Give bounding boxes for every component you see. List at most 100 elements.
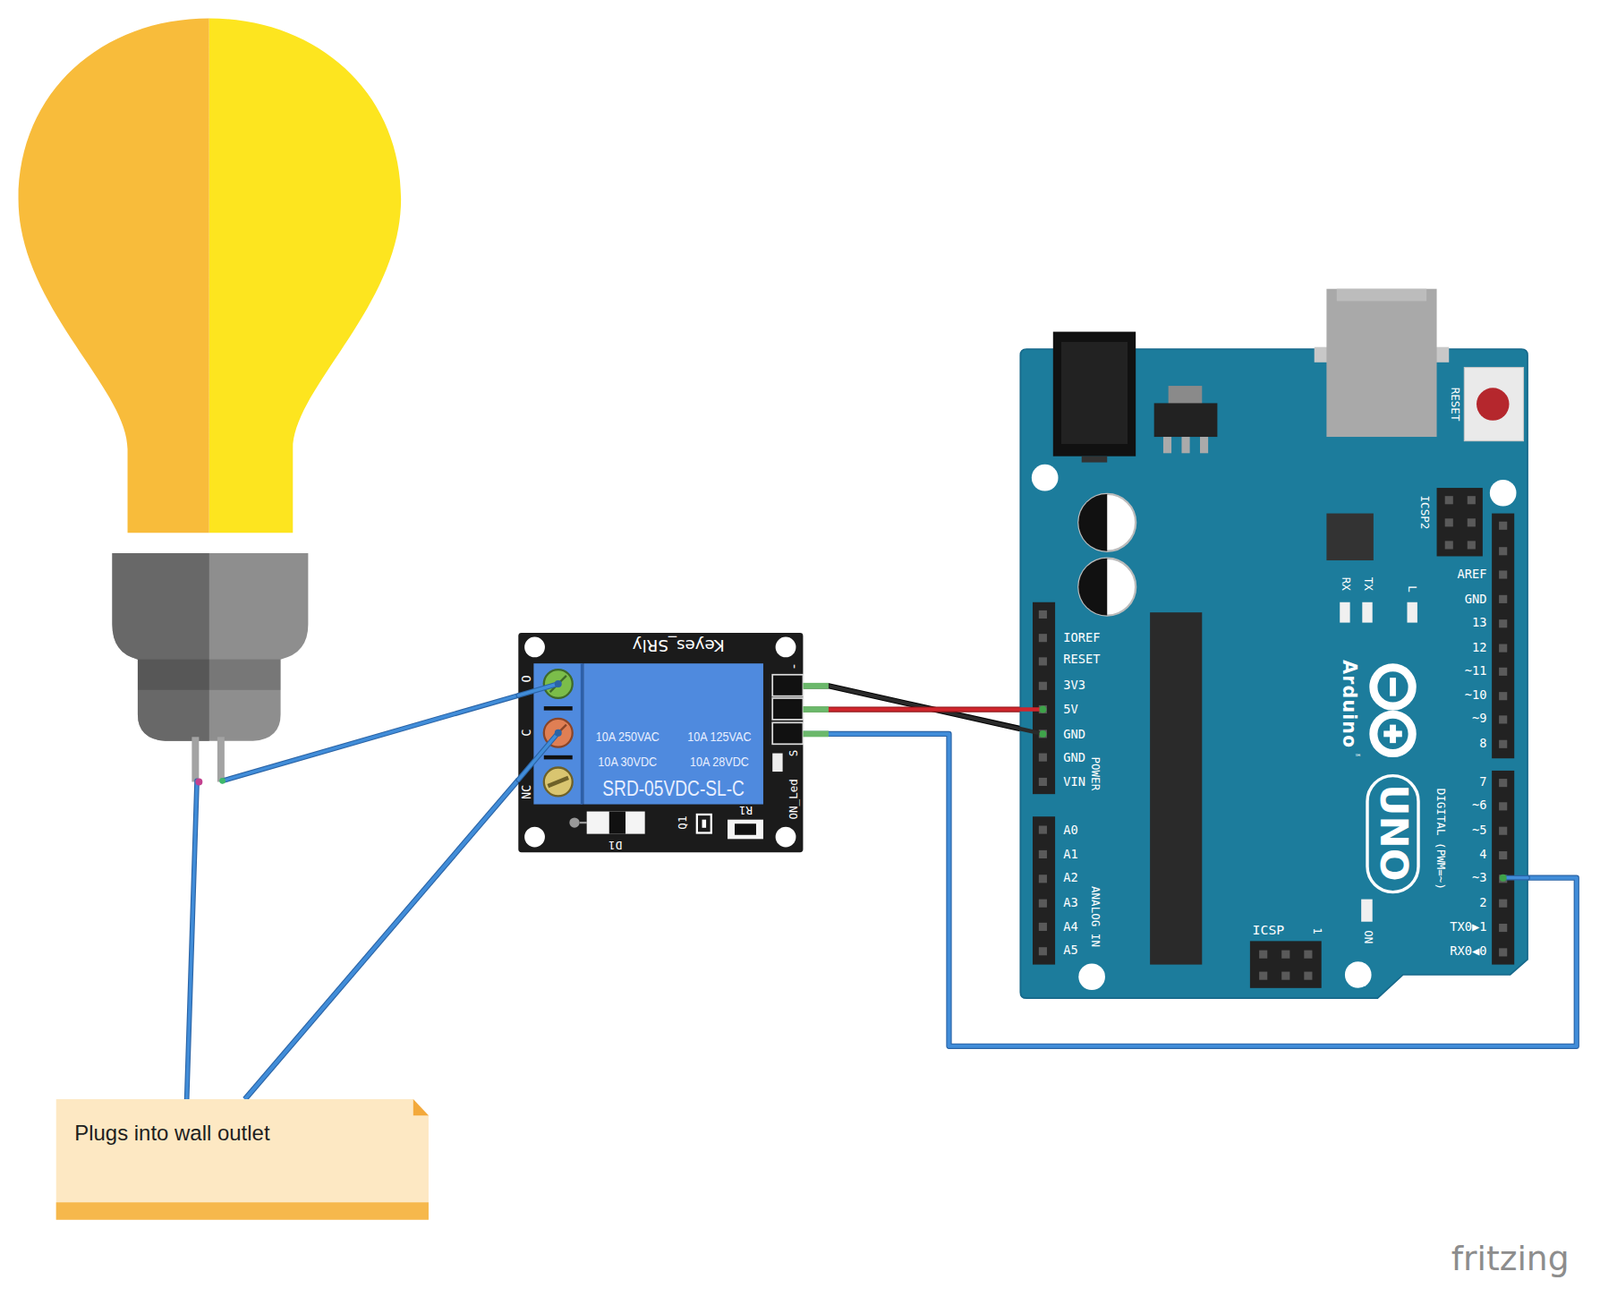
- pin-label: 4: [1479, 848, 1487, 863]
- light-bulb-part: [209, 18, 401, 534]
- capacitor-part: [1078, 493, 1107, 552]
- relay-board-part: [775, 826, 797, 848]
- watermark: fritzing: [1451, 1238, 1570, 1277]
- pin-header-part: [802, 730, 829, 737]
- lamp-wire-part: [518, 683, 558, 696]
- lamp-wire-part: [219, 777, 226, 784]
- pin-label: IOREF: [1063, 631, 1100, 647]
- pin-label: 13: [1472, 616, 1487, 631]
- capacitor-part: [1078, 493, 1136, 552]
- header-pin: [1498, 595, 1507, 604]
- relay-board-part: [533, 663, 583, 804]
- usb-port-part: [1326, 289, 1437, 437]
- capacitor-part: [1078, 558, 1136, 616]
- light-bulb-part: [111, 553, 209, 741]
- rating-text: 10A 125VAC: [687, 730, 751, 746]
- pin-label: 7: [1479, 775, 1487, 791]
- note-text: Plugs into wall outlet: [74, 1120, 270, 1146]
- header-pin: [1498, 826, 1507, 835]
- wire-core: [245, 779, 520, 1099]
- dc-jack-part: [1053, 331, 1136, 457]
- header-pin: [1498, 801, 1507, 810]
- led-label: ON_Led: [788, 778, 801, 819]
- header-pin: [1038, 633, 1047, 642]
- part-label: Q1: [677, 816, 690, 830]
- chips-part: [1149, 612, 1202, 964]
- header-pin: [1498, 667, 1507, 676]
- header-pin: [1038, 610, 1047, 619]
- capacitor-part: [1078, 558, 1107, 616]
- pin-header-part: [1250, 940, 1322, 988]
- lamp-wire: [187, 695, 520, 1099]
- wire-end-part: [1503, 876, 1528, 879]
- header-pin: [1498, 923, 1507, 932]
- terminal-label: O: [520, 674, 536, 682]
- pin-label: GND: [1464, 593, 1488, 608]
- relay-board-part: [544, 755, 573, 760]
- header-pin: [1259, 950, 1268, 959]
- wire-outline: [802, 685, 1021, 729]
- relay-board: [518, 632, 803, 852]
- note-paper: [56, 1098, 429, 1220]
- wire: [802, 708, 1021, 710]
- pin-label: 5V: [1063, 703, 1078, 718]
- relay-board-part: [524, 637, 545, 658]
- light-bulb-part: [137, 659, 281, 690]
- header-pin: [1498, 619, 1507, 628]
- light-bulb-part: [191, 736, 199, 782]
- header-pin: [1038, 899, 1047, 908]
- wire-outline: [802, 706, 1021, 712]
- smd-parts-part: [569, 817, 579, 827]
- header-pin: [1303, 950, 1312, 959]
- screw-terminal-part: [544, 669, 573, 698]
- regulator: [1154, 385, 1218, 453]
- group-label: ANALOG IN: [1088, 885, 1101, 947]
- lamp-wire-part: [222, 695, 520, 781]
- header-pin: [1498, 570, 1507, 579]
- pin-label: A0: [1063, 823, 1078, 838]
- led-label: RX: [1338, 577, 1352, 591]
- header-pin: [1038, 922, 1047, 931]
- header-pin: [1498, 546, 1507, 555]
- pin-label: ~10: [1464, 689, 1488, 704]
- smd-parts-part: [702, 819, 707, 828]
- lamp-wire-part: [554, 729, 562, 737]
- relay-board-part: [524, 826, 545, 848]
- wire-core: [802, 685, 1021, 729]
- note-paper-part: [413, 1098, 429, 1115]
- chips: [1149, 513, 1374, 965]
- header-pin: [1038, 850, 1047, 859]
- lamp-wire-part: [518, 683, 558, 696]
- led-label: ON: [1361, 929, 1374, 944]
- dc-jack-part: [1081, 456, 1108, 463]
- pin-header-part: [772, 674, 803, 697]
- pin-label: TX0▶1: [1449, 920, 1487, 936]
- header-pin: [1038, 656, 1047, 665]
- pin-label: GND: [1063, 727, 1086, 742]
- header-pin: [1038, 825, 1047, 835]
- smd-parts: [569, 811, 764, 840]
- pin-header-part: [1437, 487, 1483, 556]
- lamp-wire-part: [222, 695, 520, 781]
- pin-label: A1: [1063, 848, 1078, 863]
- wire: [802, 685, 1021, 729]
- pin-label: AREF: [1456, 567, 1487, 582]
- wire-end-part: [1038, 706, 1047, 714]
- lamp-wire-part: [554, 680, 562, 688]
- note-paper-part: [56, 1201, 429, 1219]
- pin-label: ~3: [1472, 871, 1487, 886]
- pin-label: 12: [1472, 640, 1487, 656]
- pcb-part: [1489, 479, 1517, 507]
- pin-header-part: [1491, 770, 1515, 965]
- capacitor: [1078, 493, 1136, 616]
- rating-text: 10A 28VDC: [689, 754, 749, 770]
- pin-label: RESET: [1063, 653, 1100, 668]
- header-pin: [1038, 705, 1047, 714]
- wire-core: [802, 707, 1021, 712]
- smd-parts-part: [609, 811, 626, 835]
- rating-text: 10A 30VDC: [597, 754, 657, 770]
- screw-terminal-part: [547, 777, 569, 786]
- header-pin: [1498, 899, 1507, 908]
- pin-header-part: [1491, 513, 1515, 759]
- header-pin: [1038, 777, 1047, 786]
